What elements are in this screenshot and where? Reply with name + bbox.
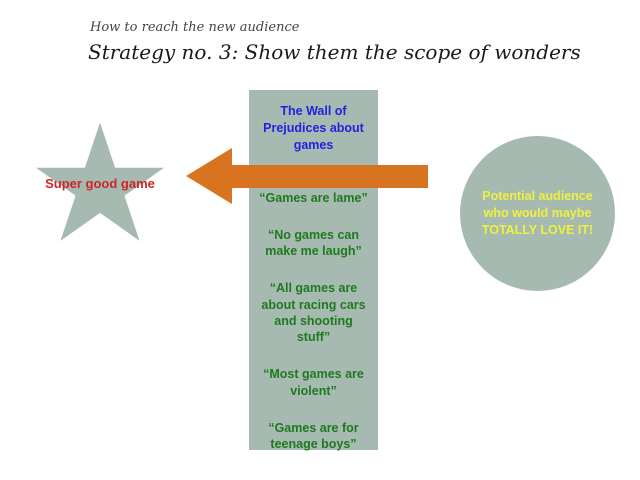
arrow-left-icon — [186, 148, 232, 204]
wall-quote: “No games can make me laugh” — [265, 227, 362, 259]
wall-quote: “Games are for teenage boys” — [268, 420, 359, 452]
audience-label: Potential audience who would maybe TOTAL… — [481, 189, 594, 237]
wall-quote: “All games are about racing cars and sho… — [261, 281, 366, 345]
slide-subtitle: How to reach the new audience — [90, 20, 300, 35]
wall-header: The Wall of Prejudices about games — [263, 104, 364, 152]
star-icon — [36, 122, 164, 241]
slide-title: Strategy no. 3: Show them the scope of w… — [88, 40, 581, 64]
arrow-shaft — [231, 165, 428, 188]
wall-quotes: “Games are lame” “No games can make me l… — [256, 190, 371, 453]
wall-of-prejudices: The Wall of Prejudices about games “Game… — [249, 90, 378, 453]
star-label: Super good game — [45, 176, 155, 191]
audience-circle: Potential audience who would maybe TOTAL… — [460, 136, 615, 291]
star-shape — [36, 120, 164, 248]
wall-quote: “Most games are violent” — [263, 367, 364, 398]
wall-quote: “Games are lame” — [259, 190, 368, 205]
